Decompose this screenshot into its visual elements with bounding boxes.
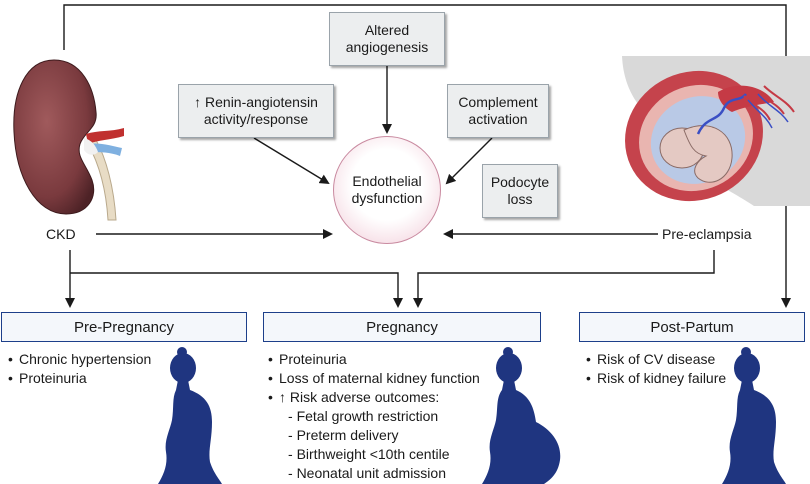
pregnancy-list: Proteinuria Loss of maternal kidney func… (268, 350, 480, 483)
list-item: Proteinuria (268, 350, 480, 369)
pre-pregnancy-header: Pre-Pregnancy (1, 312, 247, 342)
list-subitem: Birthweight <10th centile (268, 445, 480, 464)
post-partum-header: Post-Partum (579, 312, 805, 342)
list-item: Chronic hypertension (8, 350, 151, 369)
pregnant-uterus-icon (622, 56, 810, 206)
pre-pregnancy-list: Chronic hypertension Proteinuria (8, 350, 151, 388)
pregnant-woman-silhouette-icon (482, 347, 561, 484)
list-subitem: Neonatal unit admission (268, 464, 480, 483)
pregnancy-header: Pregnancy (263, 312, 541, 342)
arrow-complement (445, 137, 493, 185)
renin-angiotensin-box: ↑ Renin-angiotensin activity/response (178, 84, 334, 138)
preeclampsia-label: Pre-eclampsia (662, 226, 752, 242)
list-item: Risk of kidney failure (586, 369, 726, 388)
list-item: Proteinuria (8, 369, 151, 388)
arrow-ckd-to-pregnancy (70, 272, 403, 308)
podocyte-loss-box: Podocyte loss (482, 164, 558, 218)
complement-activation-box: Complement activation (447, 84, 549, 138)
post-partum-list: Risk of CV disease Risk of kidney failur… (586, 350, 726, 388)
woman-silhouette-icon (158, 347, 222, 484)
list-item: Risk of CV disease (586, 350, 726, 369)
list-subitem: Fetal growth restriction (268, 407, 480, 426)
list-subitem: Preterm delivery (268, 426, 480, 445)
list-item: Loss of maternal kidney function (268, 369, 480, 388)
altered-angiogenesis-box: Altered angiogenesis (329, 12, 445, 66)
arrow-renin (253, 137, 330, 185)
kidney-icon (13, 59, 124, 221)
ckd-label: CKD (46, 226, 76, 242)
arrow-preeclampsia-to-pregnancy (413, 250, 715, 308)
woman-silhouette-icon (722, 347, 786, 484)
list-item: ↑ Risk adverse outcomes: (268, 388, 480, 407)
endothelial-dysfunction-circle: Endothelial dysfunction (333, 136, 441, 244)
